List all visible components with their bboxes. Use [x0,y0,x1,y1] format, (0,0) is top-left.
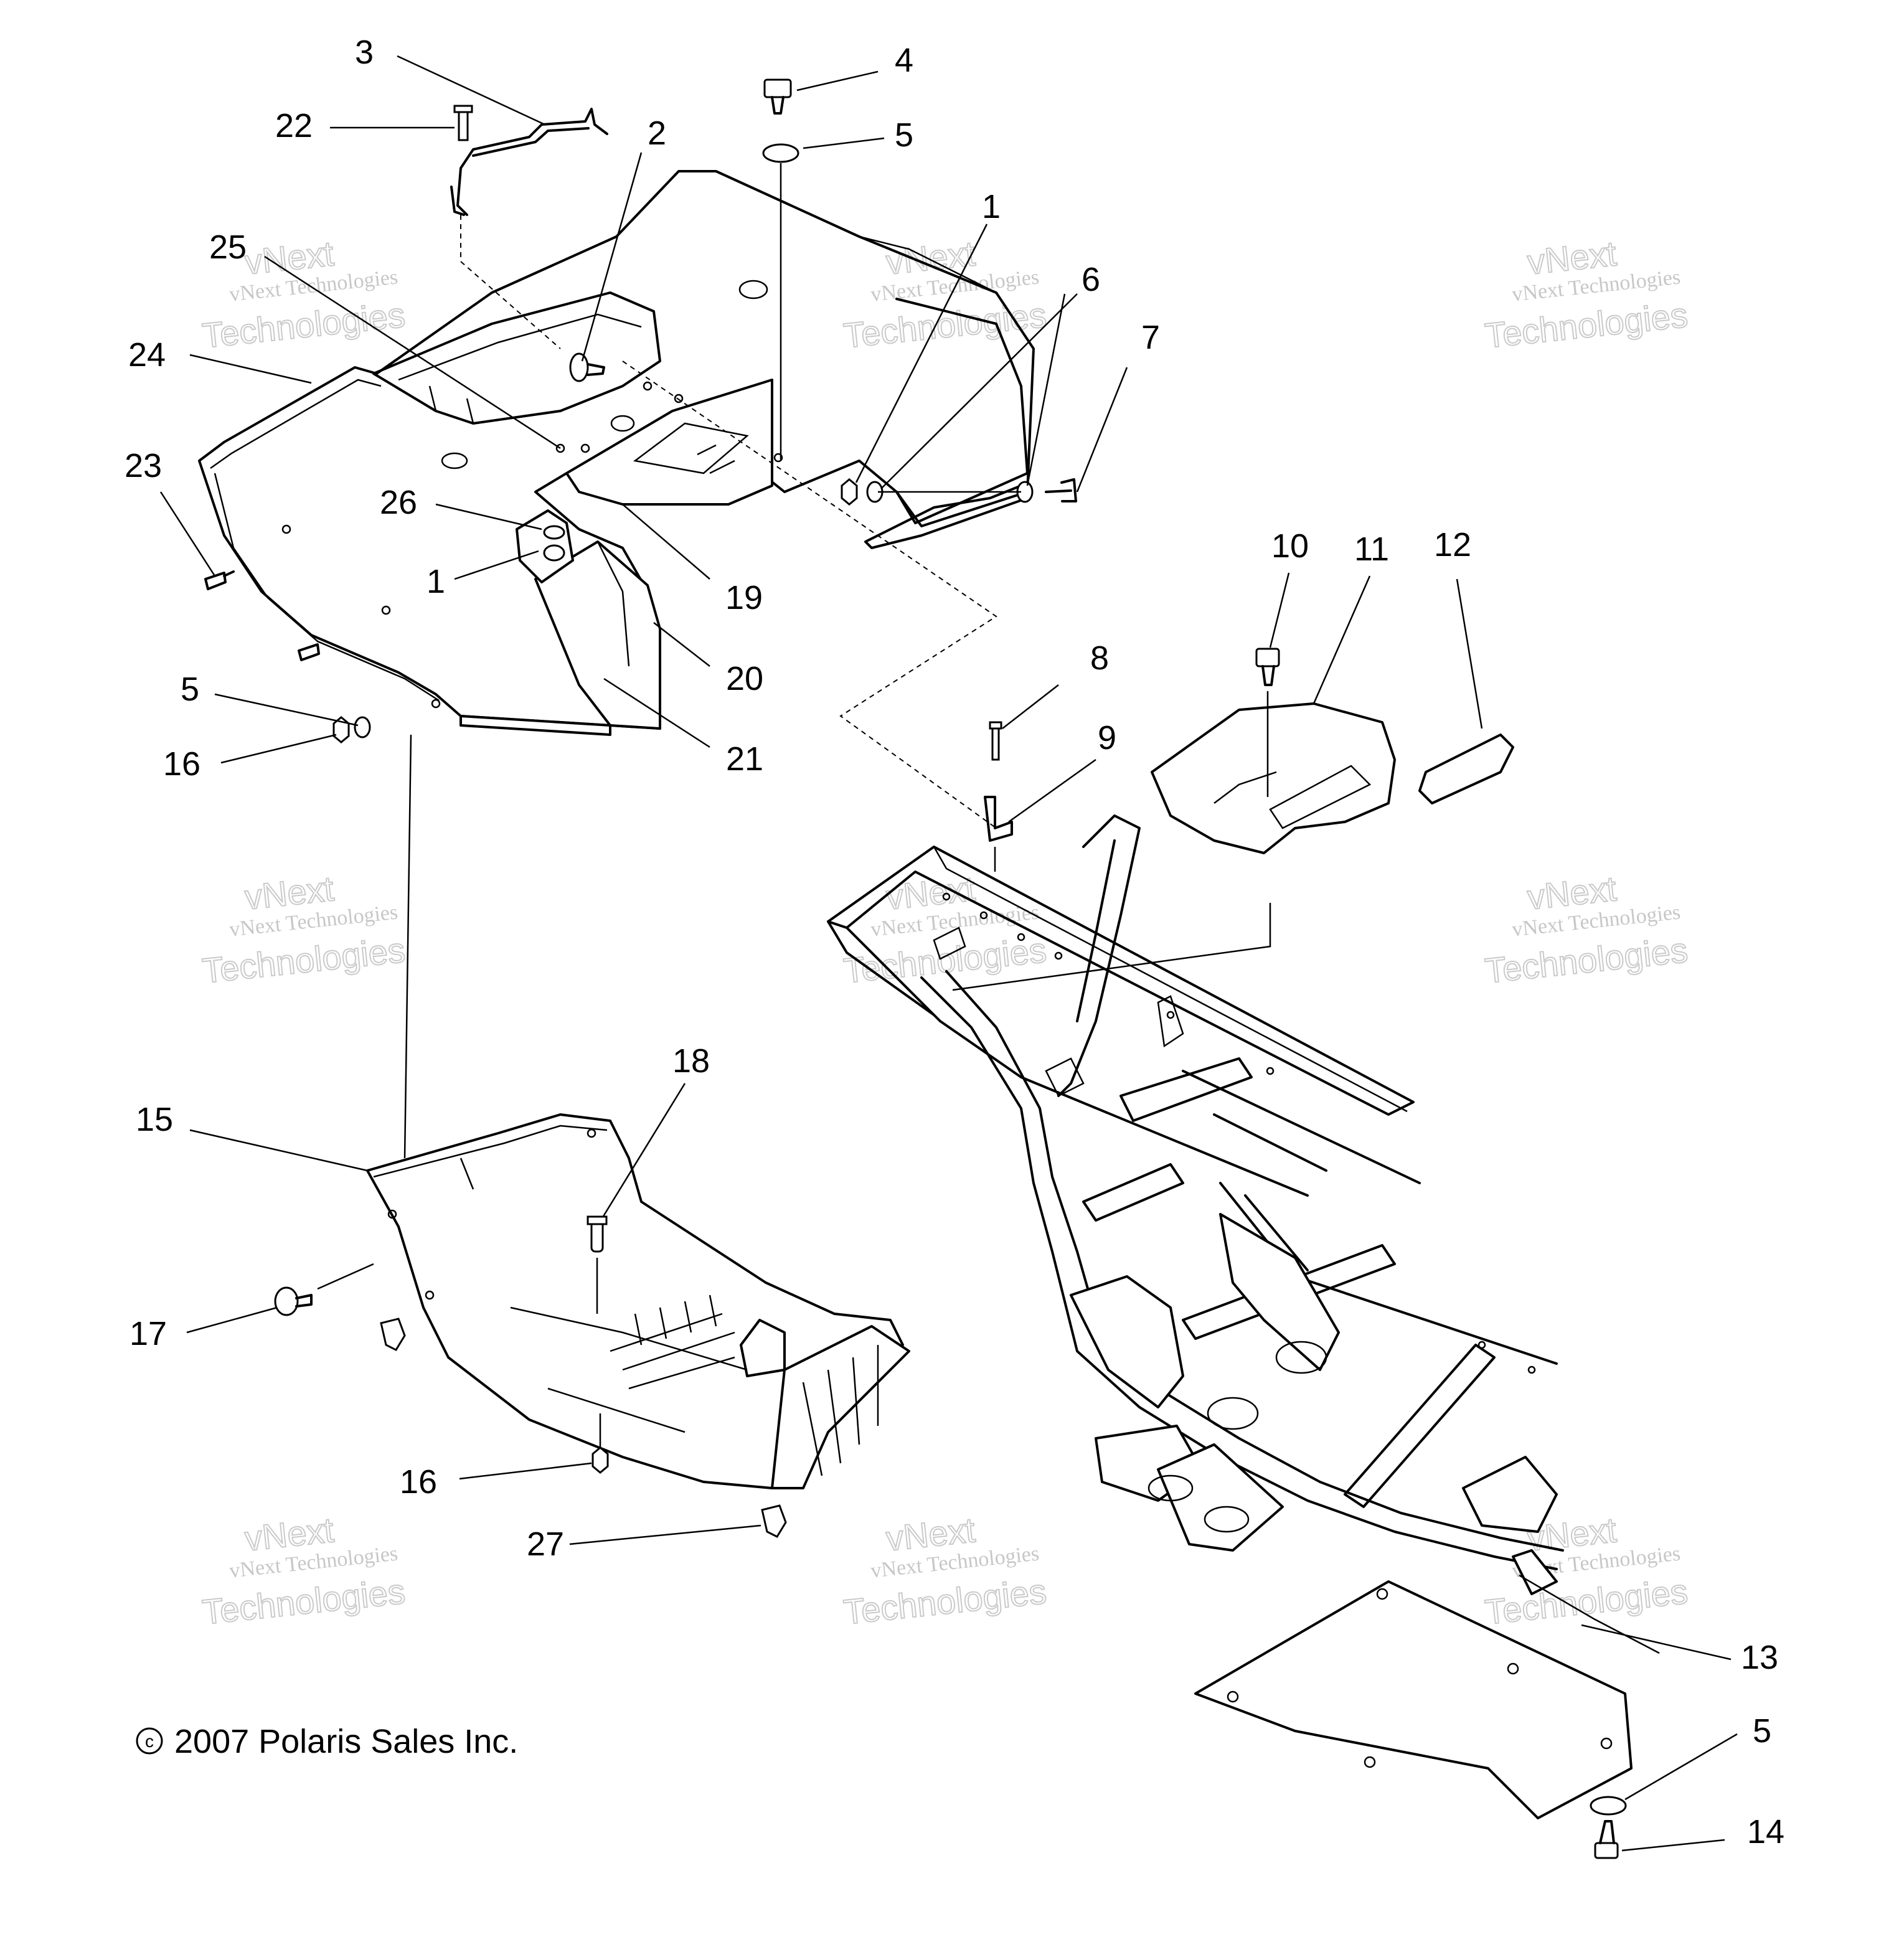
callout-19: 19 [725,579,763,616]
bolt-part [587,1215,608,1253]
grommet-part [516,509,574,583]
copyright-text: 2007 Polaris Sales Inc. [174,1723,518,1760]
skid-plate-part [1194,1580,1633,1819]
leader-lines [159,55,1738,1852]
callout-10: 10 [1271,527,1309,565]
fender-extension-part [460,540,661,736]
screw-part [1594,1820,1619,1859]
callout-11: 11 [1354,530,1389,568]
callout-21: 21 [726,740,763,778]
bolt-part [453,105,473,141]
callout-3: 3 [355,34,374,71]
callout-16: 16 [163,745,200,783]
watermark-group: vNext vNext Technologies Technologies vN… [200,233,1690,1632]
rack-bar-part [450,108,608,216]
callout-4: 4 [895,42,913,79]
washer-part [762,143,799,163]
footwell-part [366,1113,910,1489]
callout-1: 1 [982,188,1001,225]
callout-5: 5 [181,671,199,708]
nut-part [591,1446,609,1474]
copyright-symbol: c [145,1732,154,1751]
nut-part [841,478,858,506]
callout-26: 26 [380,484,417,521]
push-rivet-part [569,352,605,382]
callout-8: 8 [1090,639,1109,677]
callout-12: 12 [1434,526,1471,563]
callout-1: 1 [427,563,445,600]
push-rivet-part [380,1318,406,1351]
push-pin-part [298,643,320,661]
callout-20: 20 [726,660,763,697]
heat-shield-part [1151,702,1396,854]
callout-15: 15 [136,1101,173,1138]
callout-23: 23 [125,447,162,484]
callout-5: 5 [1753,1712,1771,1750]
washer-part [1590,1796,1627,1816]
screw-part [763,78,792,115]
callout-18: 18 [672,1042,710,1080]
callout-2: 2 [648,115,666,152]
callout-24: 24 [128,336,166,374]
copyright-icon [136,1727,163,1755]
alignment-line [622,361,997,829]
callout-16: 16 [400,1463,437,1501]
alignment-line [460,215,561,349]
bracket-part [984,796,1013,842]
frame-part [827,814,1564,1595]
pad-part [1418,733,1514,804]
callout-labels: 3 22 4 5 2 1 25 6 24 7 23 26 1 19 10 11 … [125,34,1784,1851]
washer-part [354,716,371,738]
screw-part [274,1286,313,1316]
callout-25: 25 [209,229,247,266]
push-rivet-part [761,1504,787,1538]
bolt-part [1255,648,1280,686]
callout-6: 6 [1082,261,1100,298]
mud-flap-part [565,379,773,506]
callout-14: 14 [1747,1813,1784,1851]
callout-9: 9 [1098,719,1116,757]
bolt-part [1045,478,1077,502]
callout-5: 5 [895,116,913,154]
callout-17: 17 [130,1315,167,1352]
bolt-part [989,721,1002,761]
callout-22: 22 [275,107,313,144]
push-pin-part [204,570,235,590]
callout-7: 7 [1141,319,1160,356]
callout-13: 13 [1741,1639,1778,1676]
callout-27: 27 [527,1525,564,1563]
copyright-notice: c 2007 Polaris Sales Inc. [136,1723,518,1760]
